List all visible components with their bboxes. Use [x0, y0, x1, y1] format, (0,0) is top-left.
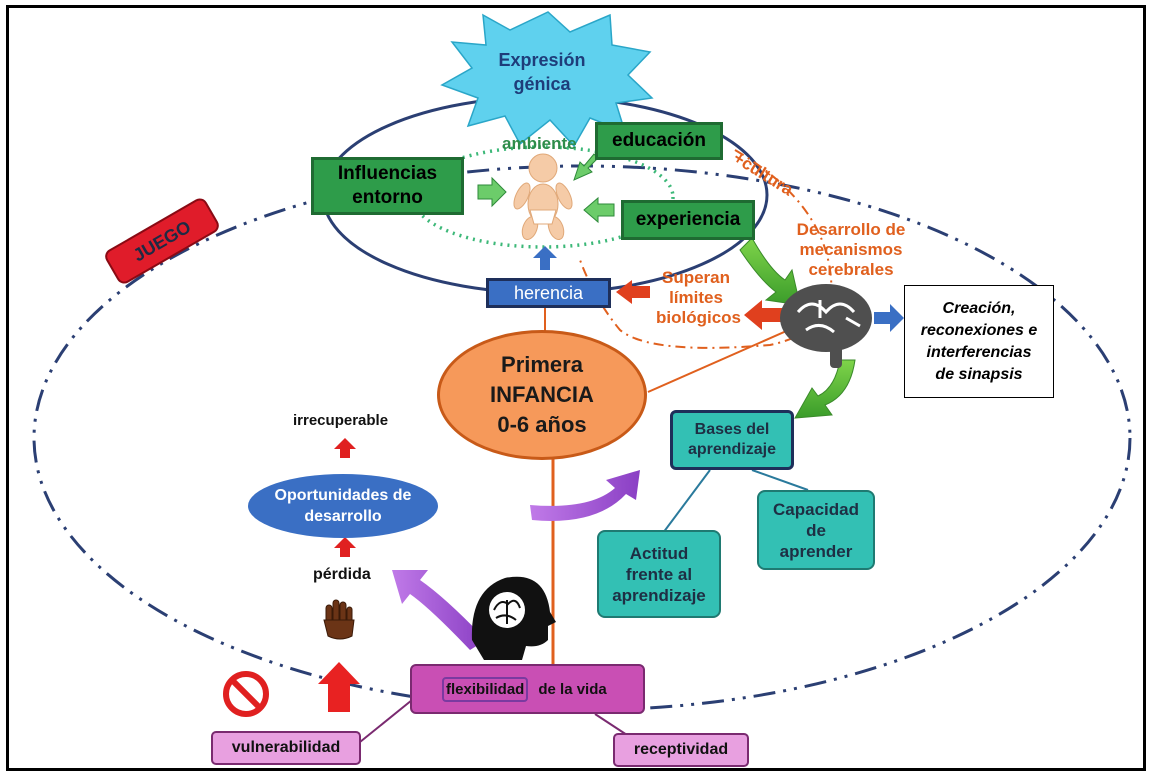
- primera-infancia-ellipse: Primera INFANCIA 0-6 años: [437, 330, 647, 460]
- capacidad-box: Capacidad de aprender: [757, 490, 875, 570]
- arrow-up-big: [318, 662, 360, 712]
- bases-aprendizaje-box: Bases del aprendizaje: [670, 410, 794, 470]
- irrecuperable-label: irrecuperable: [293, 412, 389, 429]
- head-brain-icon: [471, 576, 556, 660]
- orange-loop: [579, 149, 833, 349]
- arrow-infancia-bases: [530, 470, 640, 521]
- oportunidades-ellipse: Oportunidades de desarrollo: [248, 474, 438, 538]
- herencia-box: herencia: [486, 278, 611, 308]
- arrow-mind-oportunidades: [392, 570, 486, 650]
- prohibited-icon: [223, 671, 269, 717]
- influencias-entorno-box: Influencias entorno: [311, 157, 464, 215]
- arrow-up-oportunidades: [334, 537, 356, 557]
- hand-icon: [323, 599, 355, 640]
- arrow-brain-superan: [744, 300, 782, 330]
- line-flex-vulnerabilidad: [359, 699, 413, 743]
- arrow-entorno-baby: [477, 176, 507, 208]
- de-la-vida-text: de la vida: [538, 680, 607, 698]
- ambiente-label: ambiente: [502, 134, 577, 153]
- arrow-brain-bases: [794, 359, 856, 419]
- arrow-educacion-baby: [573, 153, 599, 181]
- line-bases-capacidad: [751, 469, 809, 491]
- flexibilidad-box: flexibilidad de la vida: [410, 664, 645, 714]
- arrow-brain-creacion: [874, 304, 904, 332]
- expresion-genica-label: Expresión génica: [498, 50, 586, 94]
- arrow-herencia-up: [533, 246, 557, 270]
- vulnerabilidad-box: vulnerabilidad: [211, 731, 361, 765]
- desarrollo-mecanismos-label: Desarrollo de mecanismos cerebrales: [796, 220, 906, 279]
- superan-limites-label: Superan límites biológicos: [656, 268, 741, 327]
- arrow-experiencia-brain: [739, 237, 801, 306]
- expresion-genica-star: [440, 11, 654, 148]
- arrow-superan-herencia: [616, 280, 650, 304]
- flexibilidad-text: flexibilidad: [442, 676, 529, 702]
- arrow-experiencia-baby: [583, 196, 615, 224]
- line-flex-receptividad: [594, 713, 628, 736]
- arrow-up-irrecuperable: [334, 438, 356, 458]
- line-bases-actitud: [662, 469, 711, 534]
- ambiente-dotted-ellipse: [411, 145, 675, 249]
- receptividad-box: receptividad: [613, 733, 749, 767]
- baby-icon: [513, 153, 573, 241]
- line-infancia-brain: [647, 324, 801, 393]
- creacion-box: Creación, reconexiones e interferencias …: [904, 285, 1054, 398]
- perdida-label: pérdida: [313, 566, 371, 583]
- actitud-box: Actitud frente al aprendizaje: [597, 530, 721, 618]
- experiencia-box: experiencia: [621, 200, 755, 240]
- brain-icon: [780, 284, 872, 368]
- educacion-box: educación: [595, 122, 723, 160]
